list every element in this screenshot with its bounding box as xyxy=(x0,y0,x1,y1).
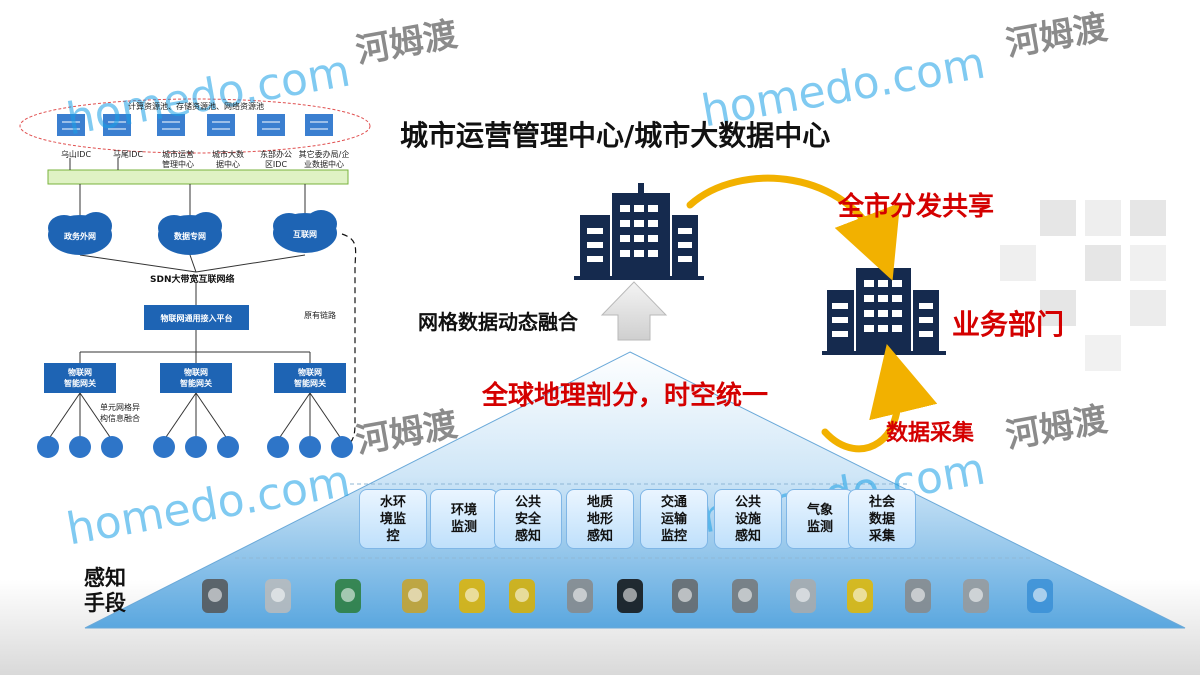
category-text: 公共 xyxy=(514,494,541,510)
category-text: 设施 xyxy=(734,511,761,527)
water-level-sensor-icon xyxy=(509,579,535,613)
cloud-data-net: 数据专网 xyxy=(174,232,206,241)
category-text: 监测 xyxy=(806,520,833,535)
idc-label: 其它委办局/企业数据中心 xyxy=(298,150,350,169)
share-arrow xyxy=(686,174,901,281)
iot-gateway-box: 物联网智能网关 xyxy=(294,368,326,388)
category-text: 数据 xyxy=(868,511,895,527)
category-box: 公共设施感知 xyxy=(714,489,782,549)
globe-sensor-icon xyxy=(1027,579,1053,613)
idc-label: 马尾IDC xyxy=(112,150,144,159)
category-text: 感知 xyxy=(586,528,613,544)
satellite-icon xyxy=(402,579,428,613)
original-link-label: 原有链路 xyxy=(304,311,336,320)
bullet-camera-icon xyxy=(567,579,593,613)
sdn-label: SDN大带宽互联网络 xyxy=(150,275,235,285)
category-text: 水环 xyxy=(379,494,406,510)
sensing-label: 感知 手段 xyxy=(84,566,126,615)
resource-pool-label: 计算资源池、存储资源池、网络资源池 xyxy=(128,102,264,111)
buoy-station-icon xyxy=(459,579,485,613)
share-label: 全市分发共享 xyxy=(838,192,995,222)
category-text: 社会 xyxy=(868,494,895,510)
gas-sensor-icon xyxy=(790,579,816,613)
grid-label: 全球地理剖分，时空统一 xyxy=(482,381,769,411)
sensor-icons xyxy=(202,579,1053,613)
category-text: 监控 xyxy=(660,528,687,544)
category-text: 公共 xyxy=(734,494,761,510)
page-title: 城市运营管理中心/城市大数据中心 xyxy=(400,119,831,152)
category-text: 采集 xyxy=(868,528,895,544)
category-text: 交通 xyxy=(660,494,687,510)
idc-label: 东部办公区IDC xyxy=(260,150,292,169)
category-box: 交通运输监控 xyxy=(640,489,708,549)
bg-squares xyxy=(1000,200,1166,371)
collect-label: 数据采集 xyxy=(886,421,975,446)
dome-camera-icon xyxy=(617,579,643,613)
category-text: 环境 xyxy=(450,503,477,518)
up-arrow xyxy=(600,281,668,341)
category-box: 气象监测 xyxy=(786,489,854,549)
category-text: 感知 xyxy=(514,528,541,544)
category-text: 感知 xyxy=(734,528,761,544)
rain-gauge-icon xyxy=(732,579,758,613)
idc-label: 乌山IDC xyxy=(60,150,92,159)
idc-label: 城市大数据中心 xyxy=(212,150,244,169)
display-terminal-icon xyxy=(335,579,361,613)
weather-station-icon xyxy=(672,579,698,613)
collect-arrow xyxy=(821,343,938,453)
iot-gateway-box: 物联网智能网关 xyxy=(64,368,96,388)
category-text: 地形 xyxy=(586,511,613,527)
category-box: 公共安全感知 xyxy=(494,489,562,549)
category-box: 社会数据采集 xyxy=(848,489,916,549)
unit-fusion-label: 单元网格异 构信息融合 xyxy=(100,403,140,423)
department-label: 业务部门 xyxy=(952,308,1065,341)
category-box: 环境监测 xyxy=(430,489,498,549)
fusion-label: 网格数据动态融合 xyxy=(418,310,578,334)
category-text: 运输 xyxy=(660,511,687,527)
cloud-internet: 互联网 xyxy=(293,230,317,239)
category-text: 控 xyxy=(386,528,400,544)
category-text: 监测 xyxy=(450,520,477,535)
category-text: 安全 xyxy=(514,511,541,527)
platform-box: 物联网通用接入平台 xyxy=(160,314,233,323)
category-text: 气象 xyxy=(806,503,833,518)
speed-dome-camera-icon xyxy=(202,579,228,613)
category-box: 水环境监控 xyxy=(359,489,427,549)
category-text: 地质 xyxy=(586,494,613,510)
network-diagram xyxy=(19,98,371,458)
category-box: 地质地形感知 xyxy=(566,489,634,549)
handheld-detector-icon xyxy=(847,579,873,613)
iot-gateway-box: 物联网智能网关 xyxy=(180,368,212,388)
cloud-gov-net: 政务外网 xyxy=(64,232,96,241)
category-text: 境监 xyxy=(379,511,406,527)
idc-label: 城市运营管理中心 xyxy=(162,150,194,169)
smoke-detector-icon xyxy=(265,579,291,613)
meter-gauge-icon xyxy=(963,579,989,613)
street-lamp-sensor-icon xyxy=(905,579,931,613)
